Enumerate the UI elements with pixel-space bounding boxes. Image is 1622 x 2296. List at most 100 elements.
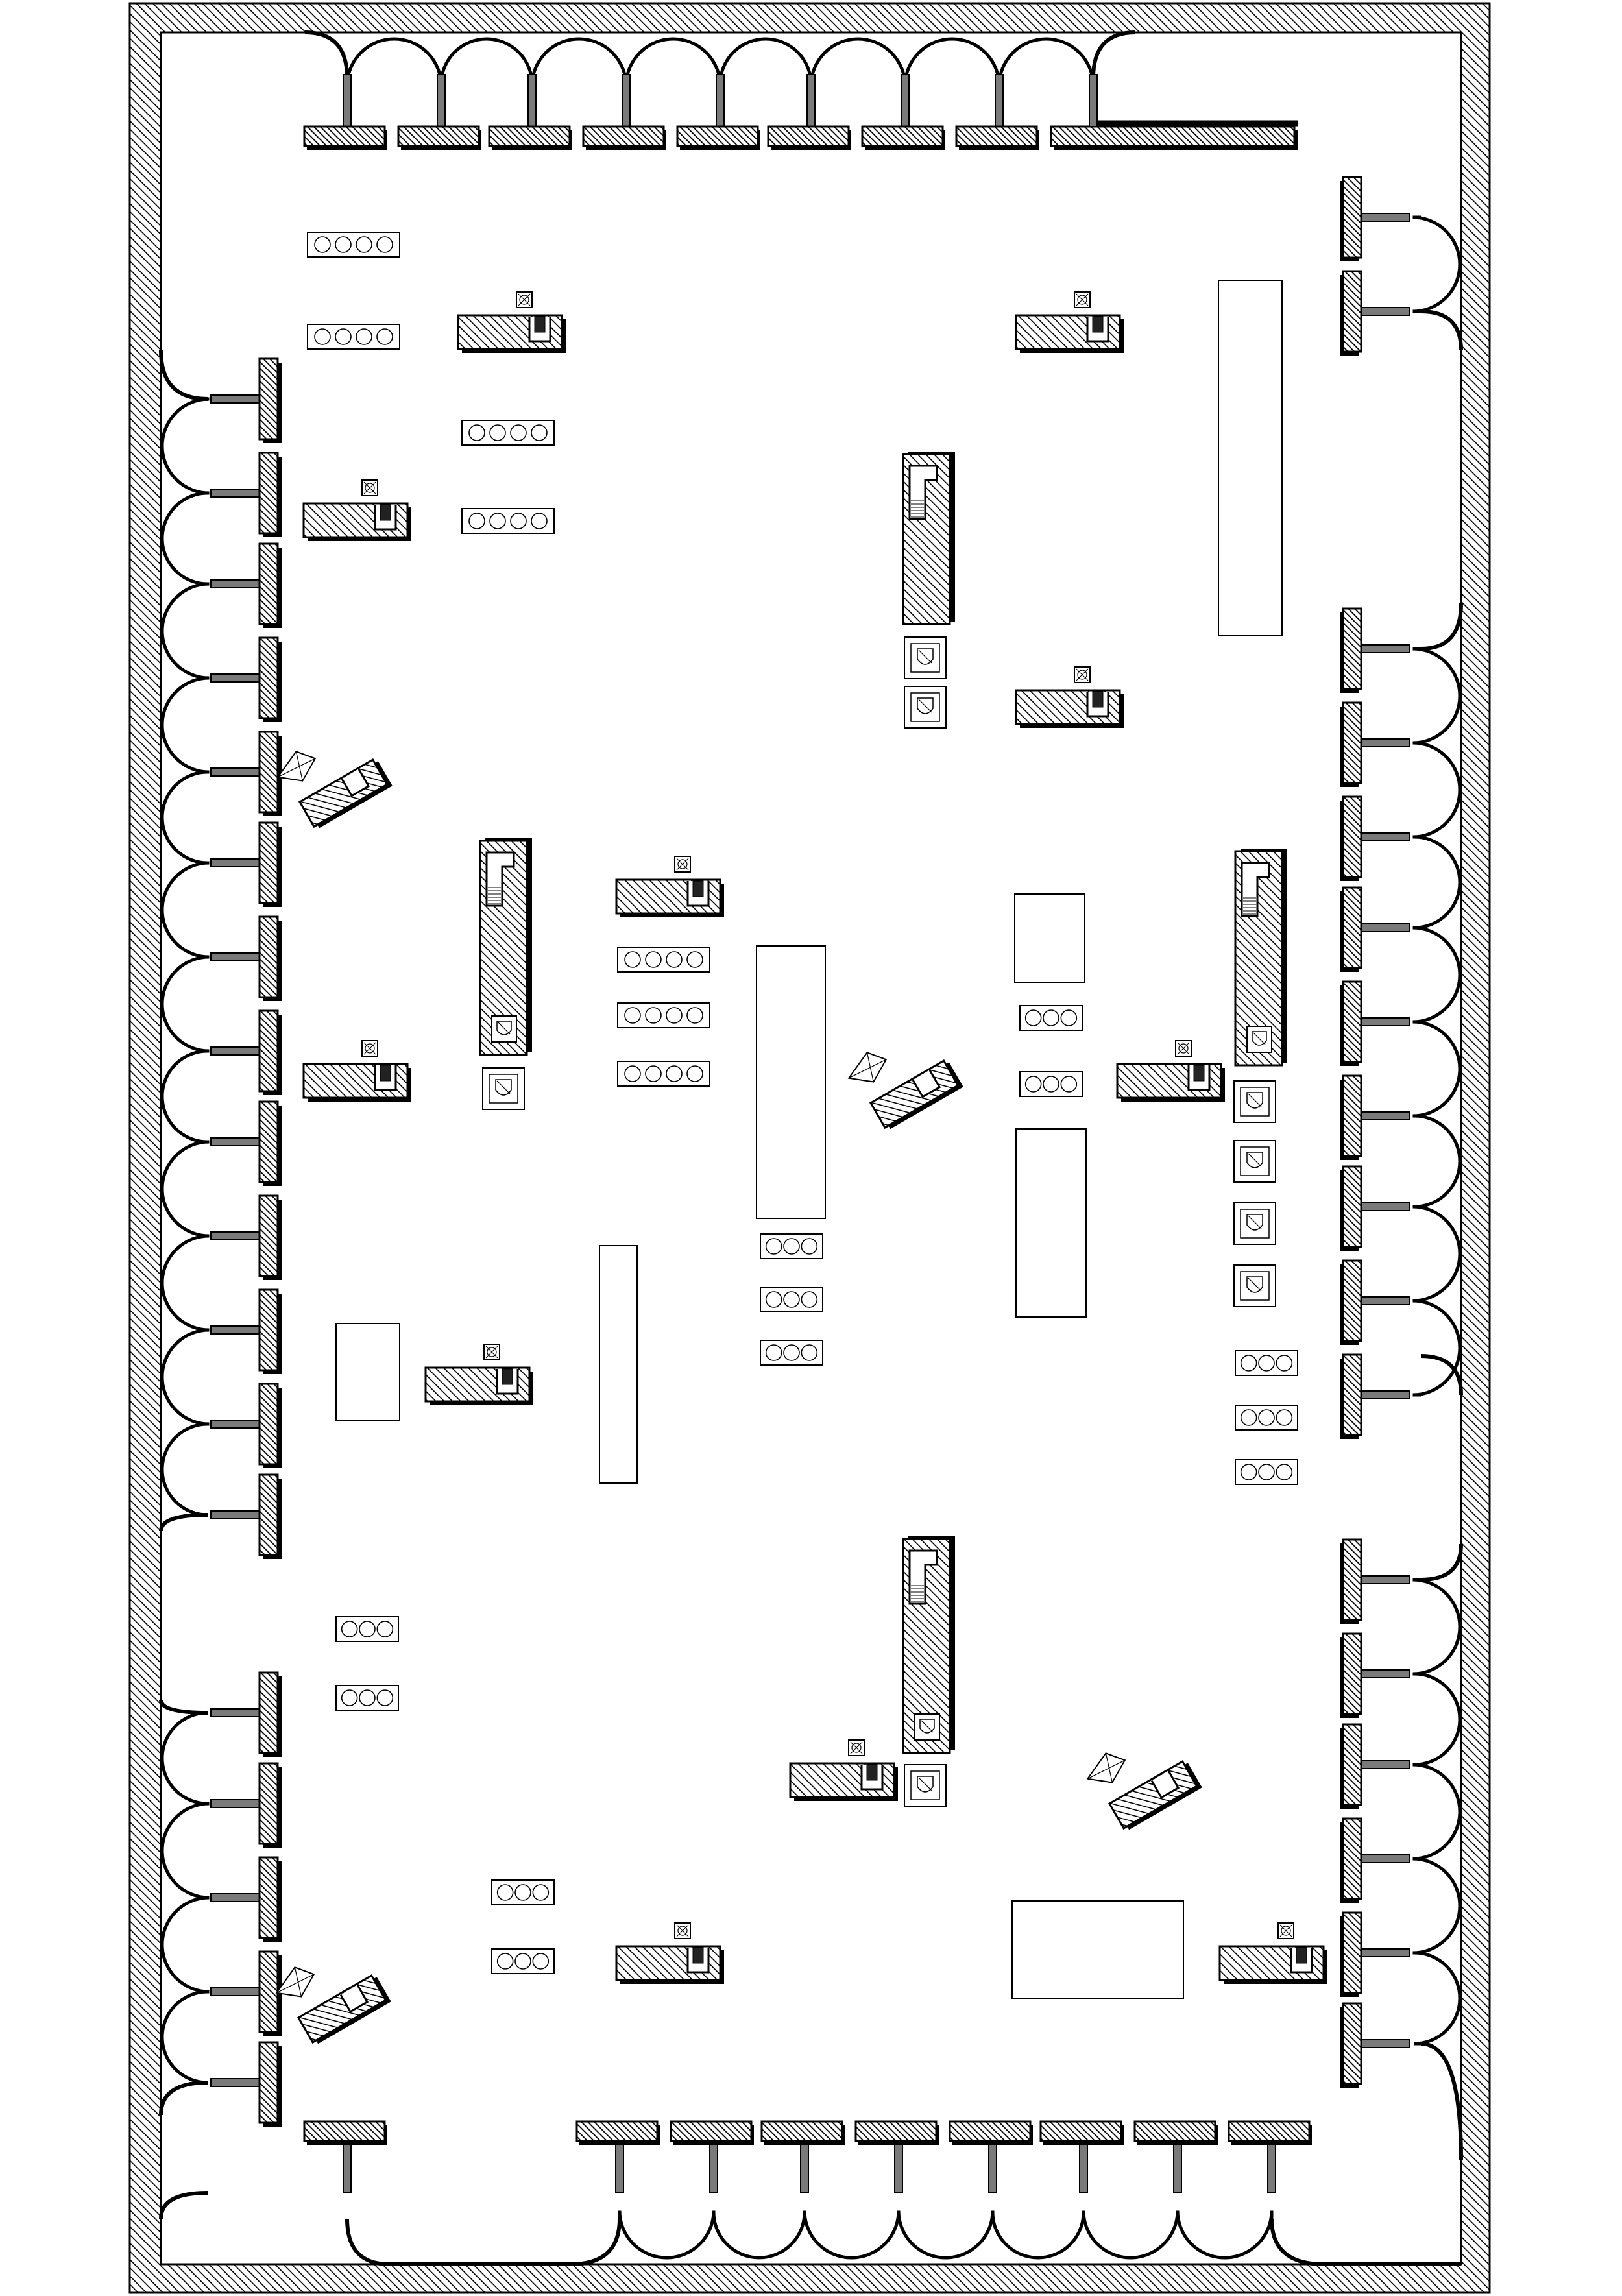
- alcove-arch: [160, 1711, 208, 1806]
- alcove-arch: [160, 1234, 210, 1332]
- pillar-stem: [1361, 1948, 1410, 1957]
- corner-sweep: [1420, 1354, 1463, 1396]
- shield-inner: [910, 1770, 940, 1800]
- pillar-cap: [258, 1288, 279, 1372]
- pillar-stem: [1361, 738, 1410, 747]
- alcove-arch: [1412, 647, 1462, 745]
- corner-sweep: [159, 2081, 208, 2116]
- seat-circle: [376, 236, 393, 253]
- chair-cross: [1076, 668, 1089, 681]
- shield-inner: [910, 643, 940, 673]
- seat-circle: [335, 236, 352, 253]
- pillar-stem: [1361, 1854, 1410, 1863]
- seat-circle: [1024, 1076, 1042, 1093]
- chair-icon: [519, 295, 529, 305]
- pillar-stem: [1361, 1390, 1410, 1399]
- tilted-desk: [847, 1052, 963, 1130]
- pillar-stem: [210, 1420, 260, 1429]
- chair-cross: [1076, 293, 1089, 306]
- pillar-cap: [575, 2120, 659, 2142]
- seat-circle: [356, 236, 372, 253]
- seat-circle: [496, 1884, 514, 1901]
- bookcase-opening: [908, 465, 938, 520]
- pillar-stem: [210, 1987, 260, 1996]
- seat-circle: [801, 1291, 818, 1308]
- alcove-arch: [1412, 215, 1462, 313]
- bookcase-opening: [485, 851, 515, 907]
- seat-circle: [686, 1007, 703, 1024]
- pillar-stem: [210, 1893, 260, 1902]
- pillar-stem: [995, 74, 1004, 127]
- pillar-cap: [955, 125, 1038, 147]
- shield-cross: [918, 699, 932, 713]
- chair-cross: [518, 293, 531, 306]
- desk-slot: [1092, 691, 1104, 708]
- bookcase-group: [479, 452, 1287, 1754]
- pillar-cap: [1342, 1911, 1362, 1994]
- seat-circle: [514, 1884, 531, 1901]
- shield-cross: [496, 1080, 511, 1094]
- seat-circle: [1060, 1009, 1078, 1026]
- pillar-cap: [861, 125, 944, 147]
- pillar-stem: [1361, 307, 1410, 316]
- seat-circle: [645, 1007, 662, 1024]
- seat-circle: [624, 951, 641, 968]
- pillar-stem: [1361, 832, 1410, 841]
- chair-cross: [676, 1924, 689, 1937]
- tilted-desk: [1086, 1752, 1202, 1830]
- pillar-stem: [1361, 1296, 1410, 1305]
- pillar-stem: [210, 767, 260, 777]
- alcove-arch: [1412, 1857, 1462, 1955]
- pillar-cap: [258, 2041, 279, 2124]
- alcove-group: [159, 30, 1463, 2266]
- seat-circle: [765, 1238, 782, 1255]
- alcove-arch: [160, 397, 210, 495]
- pillar-stem: [210, 1708, 260, 1717]
- corner-sweep: [1420, 1543, 1463, 1582]
- pillar-cap: [582, 125, 665, 147]
- alcove-arch: [1412, 1020, 1462, 1118]
- alcove-arch: [530, 37, 628, 86]
- shield-cross: [1253, 1032, 1266, 1045]
- alcove-arch: [897, 2210, 995, 2260]
- pillar-cap: [760, 2120, 843, 2142]
- open-frame: [1015, 1128, 1087, 1318]
- seat-circle: [783, 1344, 800, 1361]
- pillar-stem: [1079, 2140, 1088, 2193]
- alcove-arch: [803, 2210, 901, 2260]
- seat-circle: [1240, 1464, 1257, 1480]
- pillar-cap: [1039, 2120, 1122, 2142]
- pillar-cap: [258, 1856, 279, 1939]
- open-frame: [1014, 893, 1085, 983]
- seat-circle: [765, 1291, 782, 1308]
- pillar-cap: [1342, 1074, 1362, 1157]
- pillar-cap: [488, 125, 571, 147]
- pillar-stem: [343, 74, 352, 127]
- tilted-desk-notch: [912, 1069, 941, 1098]
- pillar-stem: [1361, 1575, 1410, 1584]
- seat-circle: [666, 951, 683, 968]
- chair-cross: [1279, 1924, 1292, 1937]
- seat-circle: [510, 513, 527, 529]
- pillar-cap: [1133, 2120, 1216, 2142]
- pillar-cap: [1342, 1538, 1362, 1621]
- pillar-stem: [343, 2140, 352, 2193]
- pillar-stem: [1361, 1111, 1410, 1120]
- pillar-stem: [1173, 2140, 1182, 2193]
- chair-cluster-line: [295, 751, 303, 781]
- shield-inner: [910, 692, 940, 722]
- open-frame: [756, 945, 826, 1219]
- pillar-cap: [1342, 1165, 1362, 1248]
- alcove-arch: [160, 1896, 210, 1994]
- corner-sweep: [159, 1699, 208, 1715]
- alcove-arch: [160, 1140, 210, 1238]
- pillar-cap: [303, 2120, 386, 2142]
- alcove-arch: [160, 1049, 208, 1144]
- frame-group: [335, 280, 1283, 1999]
- seat-circle: [645, 1065, 662, 1082]
- seat-circle: [1258, 1409, 1275, 1426]
- shield-box: [914, 1713, 940, 1741]
- seat-circle: [514, 1953, 531, 1970]
- pillar-stem: [210, 2078, 260, 2087]
- pillar-cap: [258, 636, 279, 719]
